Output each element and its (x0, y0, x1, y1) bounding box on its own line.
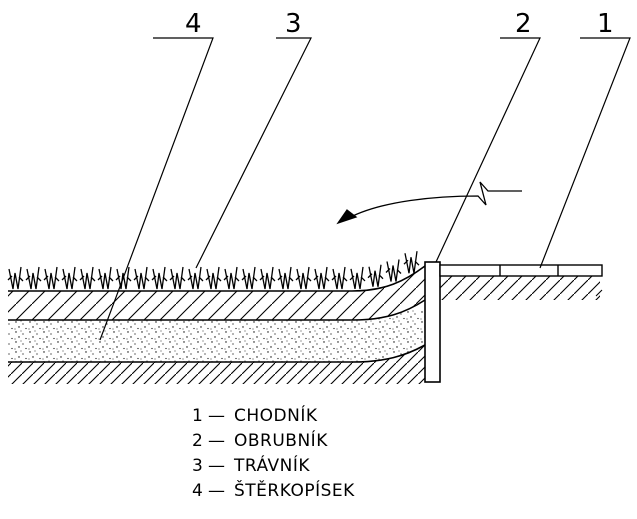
callout-leaders (99, 37, 631, 341)
legend-label: TRÁVNÍK (234, 456, 311, 476)
grass-tuft (295, 266, 312, 290)
legend-label: OBRUBNÍK (234, 431, 328, 451)
grass-tuft (277, 266, 294, 290)
legend-item: 3— TRÁVNÍK (192, 454, 355, 479)
legend-item: 4— ŠTĚRKOPÍSEK (192, 479, 355, 504)
grass-tuft (313, 266, 330, 290)
grass-tuft (169, 266, 186, 290)
grass-tuft (349, 266, 366, 290)
legend-item: 2— OBRUBNÍK (192, 429, 355, 454)
legend-dash: — (208, 431, 226, 451)
pavement (439, 264, 603, 300)
flow-arrow (336, 181, 522, 225)
grass-tuft (7, 266, 24, 290)
legend-number: 3 (192, 456, 204, 476)
callout-4: 4 (185, 9, 202, 39)
grass-tuft (133, 266, 150, 290)
legend-dash: — (208, 406, 226, 426)
grass-tuft (115, 266, 132, 290)
legend-dash: — (208, 481, 226, 501)
legend: 1—CHODNÍK 2—OBRUBNÍK 3—TRÁVNÍK 4—ŠTĚRKOP… (192, 404, 355, 504)
grass-tuft (187, 266, 204, 290)
grass-tufts (7, 251, 420, 290)
legend-item: 1— CHODNÍK (192, 404, 355, 429)
grass-tuft (79, 266, 96, 290)
grass-tuft (259, 266, 276, 290)
grass-tuft (367, 264, 384, 287)
grass-tuft (151, 266, 168, 290)
grass-tuft (331, 266, 348, 290)
legend-dash: — (208, 456, 226, 476)
legend-number: 4 (192, 481, 204, 501)
callout-2: 2 (515, 9, 532, 39)
legend-number: 2 (192, 431, 204, 451)
grass-tuft (403, 251, 420, 274)
grass-tuft (43, 266, 60, 290)
grass-tuft (97, 266, 114, 290)
legend-number: 1 (192, 406, 204, 426)
legend-label: CHODNÍK (234, 406, 318, 426)
grass-tuft (223, 266, 240, 290)
callout-3: 3 (285, 9, 302, 39)
callout-1: 1 (597, 9, 614, 39)
legend-label: ŠTĚRKOPÍSEK (234, 481, 355, 501)
grass-tuft (25, 266, 42, 290)
grass-tuft (61, 266, 78, 290)
curb (424, 261, 441, 383)
grass-tuft (241, 266, 258, 290)
grass-tuft (205, 266, 222, 290)
grass-tuft (385, 259, 402, 282)
